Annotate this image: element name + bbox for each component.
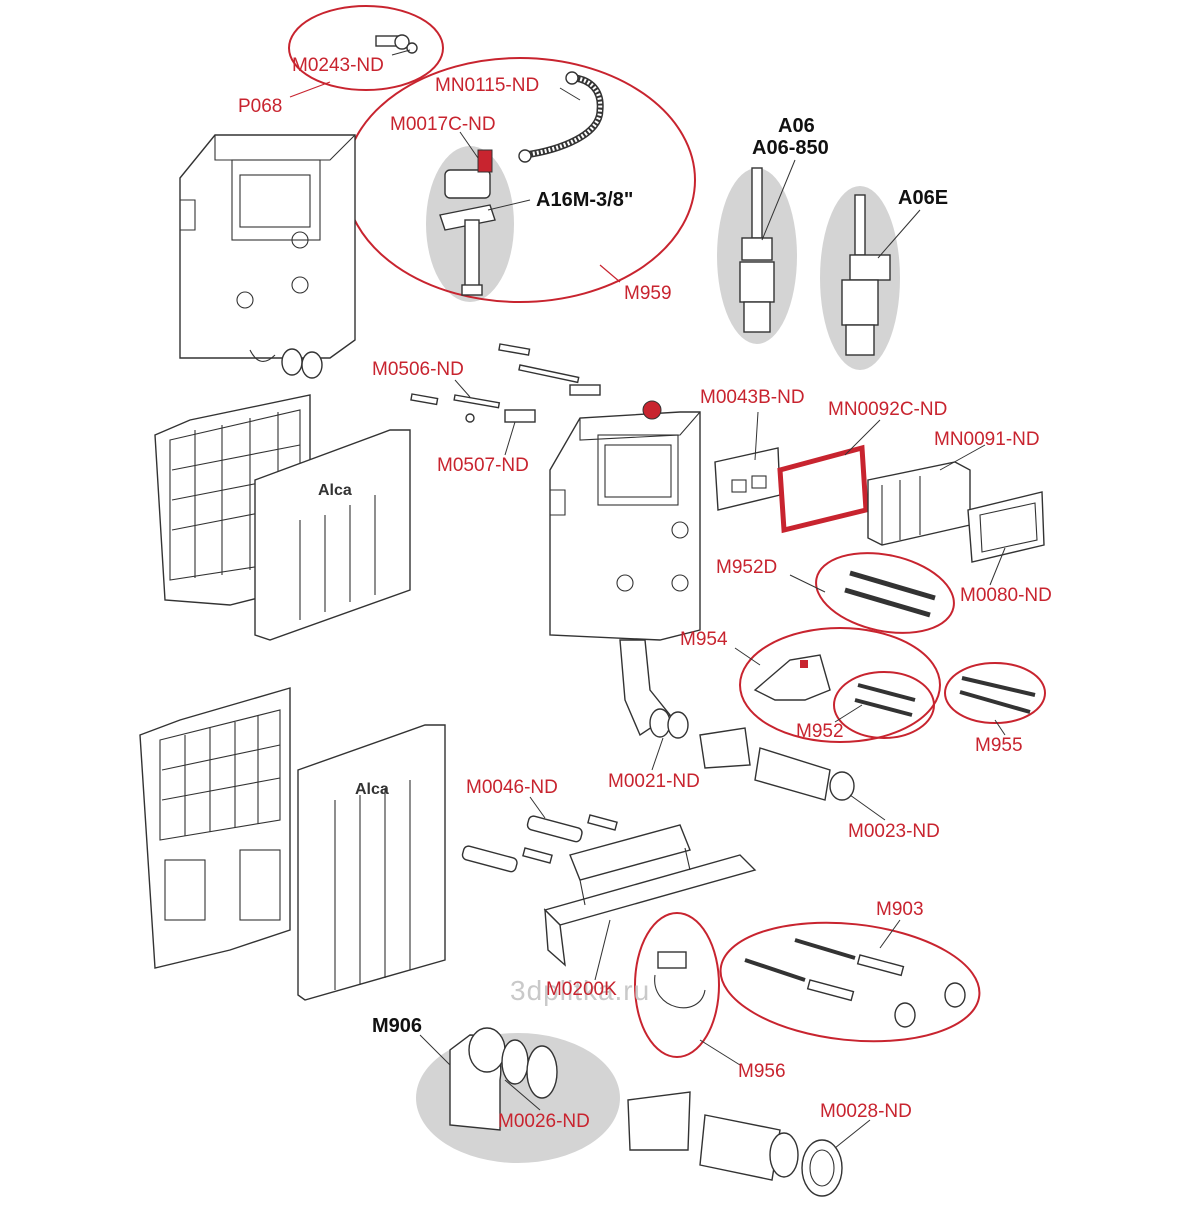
leader-m952d <box>789 574 826 593</box>
label-m0028: M0028-ND <box>820 1101 912 1122</box>
label-m0080: M0080-ND <box>960 585 1052 606</box>
alca-logo-mid: Alca <box>318 482 352 499</box>
leader-m0028 <box>834 1119 871 1149</box>
label-m906: M906 <box>372 1015 423 1037</box>
group-m903 <box>719 921 981 1043</box>
box-mn0091 <box>867 461 971 546</box>
label-m0026: M0026-ND <box>498 1111 590 1132</box>
mounting-frame-mid-left <box>154 394 411 641</box>
flush-valve-a06e <box>841 194 891 356</box>
leader-mn0092c <box>844 419 881 456</box>
elbow-m906 <box>449 1027 558 1131</box>
label-mn0092c: MN0092C-ND <box>828 399 948 420</box>
group-m954 <box>739 627 941 743</box>
leader-m0043b <box>754 411 759 461</box>
label-p068: P068 <box>238 96 283 117</box>
label-a06e: A06E <box>898 187 949 209</box>
rods-m952d <box>844 570 936 618</box>
flex-hose-mn0115 <box>524 74 604 159</box>
group-m955 <box>944 662 1046 724</box>
leader-p068 <box>289 81 331 98</box>
clip-m956 <box>654 951 706 1009</box>
bolts-m0506 <box>410 343 601 409</box>
label-m903: M903 <box>876 899 924 920</box>
watermark: 3dplitka.ru <box>510 975 651 1006</box>
label-m0043b: M0043B-ND <box>700 387 805 408</box>
leader-mn0091 <box>939 444 986 471</box>
flush-valve-a06 <box>739 167 775 333</box>
group-m956 <box>634 912 720 1058</box>
cistern-shell-top <box>179 134 356 379</box>
label-a06-850: A06-850 <box>752 137 829 159</box>
leader-m0017c <box>459 131 479 159</box>
rods-m952 <box>854 683 916 717</box>
leader-m0026 <box>504 1079 541 1111</box>
leader-m959 <box>599 264 621 283</box>
label-m956: M956 <box>738 1061 786 1082</box>
anchors-m0046 <box>461 814 618 873</box>
bracket-m0200k <box>543 824 757 967</box>
mounting-frame-bottom-left <box>139 687 446 1001</box>
label-m959: M959 <box>624 283 672 304</box>
label-m0243: M0243-ND <box>292 55 384 76</box>
label-m952: M952 <box>796 721 844 742</box>
label-m0021: M0021-ND <box>608 771 700 792</box>
cover-plate-m0080 <box>967 491 1045 563</box>
cistern-center <box>549 400 701 739</box>
leader-m906 <box>419 1034 451 1066</box>
leader-m0243 <box>391 49 411 56</box>
group-m952 <box>833 671 935 739</box>
frame-m0043b <box>714 447 781 511</box>
leader-m956 <box>699 1039 741 1066</box>
label-m0046: M0046-ND <box>466 777 558 798</box>
leader-a06e <box>877 209 921 259</box>
leader-m0021 <box>651 737 664 771</box>
label-m0017c: M0017C-ND <box>390 114 496 135</box>
label-m955: M955 <box>975 735 1023 756</box>
leader-a16m <box>487 199 531 211</box>
leader-m903 <box>879 919 901 949</box>
leader-a06 <box>761 159 796 241</box>
screw-set-m0243 <box>375 34 418 54</box>
label-mn0091: MN0091-ND <box>934 429 1040 450</box>
label-m0507: M0507-ND <box>437 455 529 476</box>
screws-m903 <box>744 938 966 1028</box>
leader-m954 <box>734 647 761 666</box>
group-p068 <box>288 5 444 91</box>
leader-m955 <box>994 719 1006 736</box>
leader-m0507 <box>504 421 516 456</box>
lever-m954 <box>753 654 831 701</box>
label-a06: A06 <box>778 115 815 137</box>
leader-m0080 <box>989 547 1006 586</box>
frame-mn0092c <box>777 444 869 534</box>
rods-m955 <box>959 676 1036 714</box>
alca-logo-bottom: Alca <box>355 781 389 798</box>
leader-m0046 <box>529 796 546 819</box>
label-m0200k: M0200K <box>546 979 617 1000</box>
leader-m0023 <box>849 794 886 821</box>
leader-m0506 <box>454 379 471 398</box>
pipe-m0028 <box>627 1091 843 1197</box>
leader-m952 <box>834 704 863 723</box>
label-m952d: M952D <box>716 557 778 578</box>
leader-mn0115 <box>559 87 581 101</box>
label-m0506: M0506-ND <box>372 359 464 380</box>
fill-valve-a16m <box>439 149 496 296</box>
label-m954: M954 <box>680 629 728 650</box>
leader-m0200k <box>594 919 611 981</box>
label-m0023: M0023-ND <box>848 821 940 842</box>
label-a16m: A16M-3/8" <box>536 189 634 211</box>
group-m952d <box>815 552 955 634</box>
clips-m0507 <box>465 409 536 423</box>
label-mn0115: MN0115-ND <box>435 75 540 96</box>
pipe-m0023 <box>699 727 855 801</box>
